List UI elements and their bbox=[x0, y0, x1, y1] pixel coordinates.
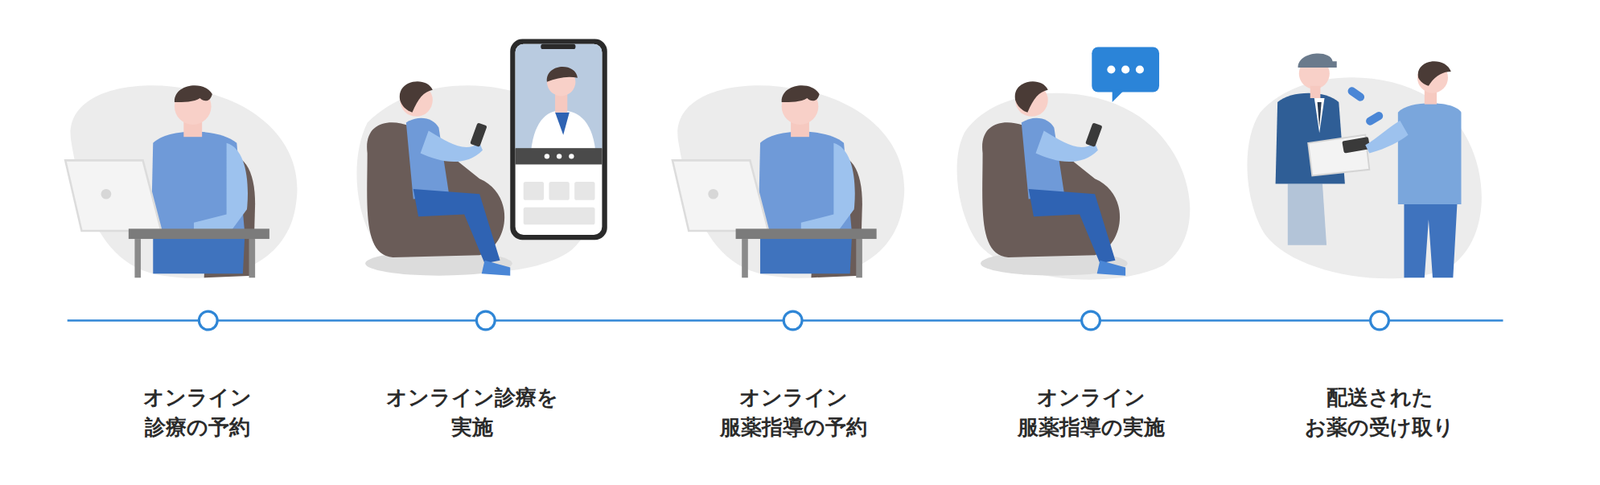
step-label: オンライン 診療の予約 bbox=[100, 382, 294, 443]
chat-bubble bbox=[1091, 47, 1160, 103]
step-label: オンライン 服薬指導の予約 bbox=[696, 382, 890, 443]
timeline-axis bbox=[67, 311, 1504, 330]
online-booking-illustration bbox=[65, 85, 297, 279]
medication-guidance-illustration bbox=[980, 81, 1128, 276]
step-label: 配送された お薬の受け取り bbox=[1283, 382, 1477, 443]
delivery-illustration bbox=[1246, 53, 1481, 280]
step-label: オンライン 服薬指導の実施 bbox=[994, 382, 1188, 443]
medication-booking-illustration bbox=[672, 85, 905, 279]
step-label: オンライン診療を 実施 bbox=[375, 382, 569, 443]
consultation-illustration bbox=[365, 81, 513, 276]
smartphone-doctor bbox=[510, 38, 608, 240]
